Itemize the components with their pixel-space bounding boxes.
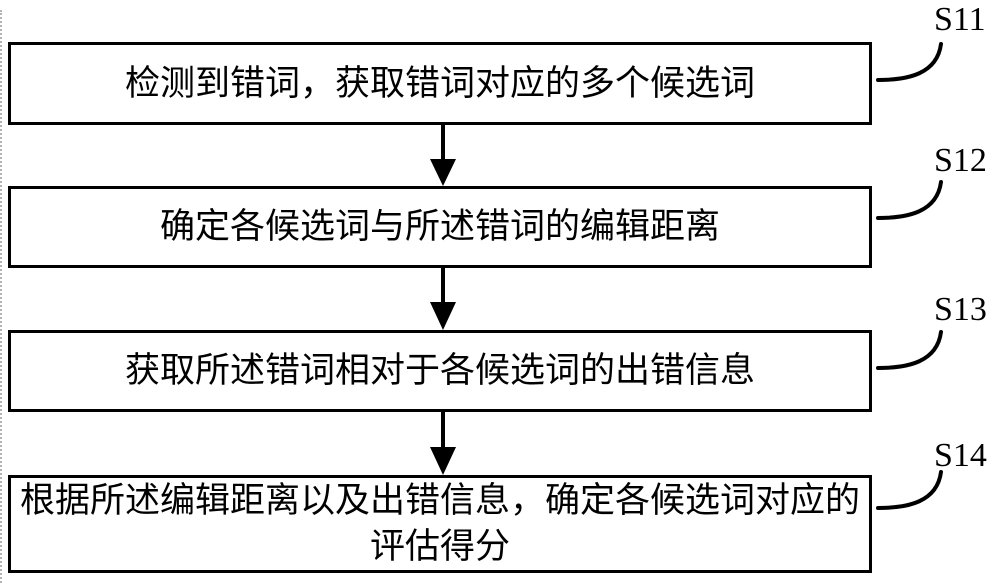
- down-arrow-icon-3: [430, 412, 456, 475]
- step-text-s13: 获取所述错词相对于各候选词的出错信息: [124, 351, 755, 390]
- step-label-s11: S11: [934, 1, 986, 38]
- step-text-s14: 根据所述编辑距离以及出错信息，确定各候选词对应的评估得分: [19, 481, 860, 566]
- step-label-s13: S13: [934, 291, 987, 328]
- flowchart-step-box-s13: 获取所述错词相对于各候选词的出错信息: [8, 330, 872, 412]
- step-text-s12: 确定各候选词与所述错词的编辑距离: [159, 207, 720, 246]
- down-arrow-icon-2: [430, 268, 456, 330]
- flowchart-step-box-s14: 根据所述编辑距离以及出错信息，确定各候选词对应的评估得分: [8, 475, 872, 573]
- leader-line-s12: [876, 180, 943, 220]
- flowchart-step-box-s11: 检测到错词，获取错词对应的多个候选词: [8, 42, 872, 125]
- leader-line-s14: [876, 470, 943, 510]
- step-label-s12: S12: [934, 142, 987, 179]
- scan-artifact-left-edge: [0, 10, 2, 583]
- step-label-s14: S14: [934, 437, 987, 474]
- step-text-s11: 检测到错词，获取错词对应的多个候选词: [124, 63, 755, 103]
- leader-line-s11: [876, 42, 943, 82]
- flowchart-step-box-s12: 确定各候选词与所述错词的编辑距离: [8, 186, 872, 268]
- down-arrow-icon-1: [430, 125, 456, 186]
- leader-line-s13: [876, 330, 943, 370]
